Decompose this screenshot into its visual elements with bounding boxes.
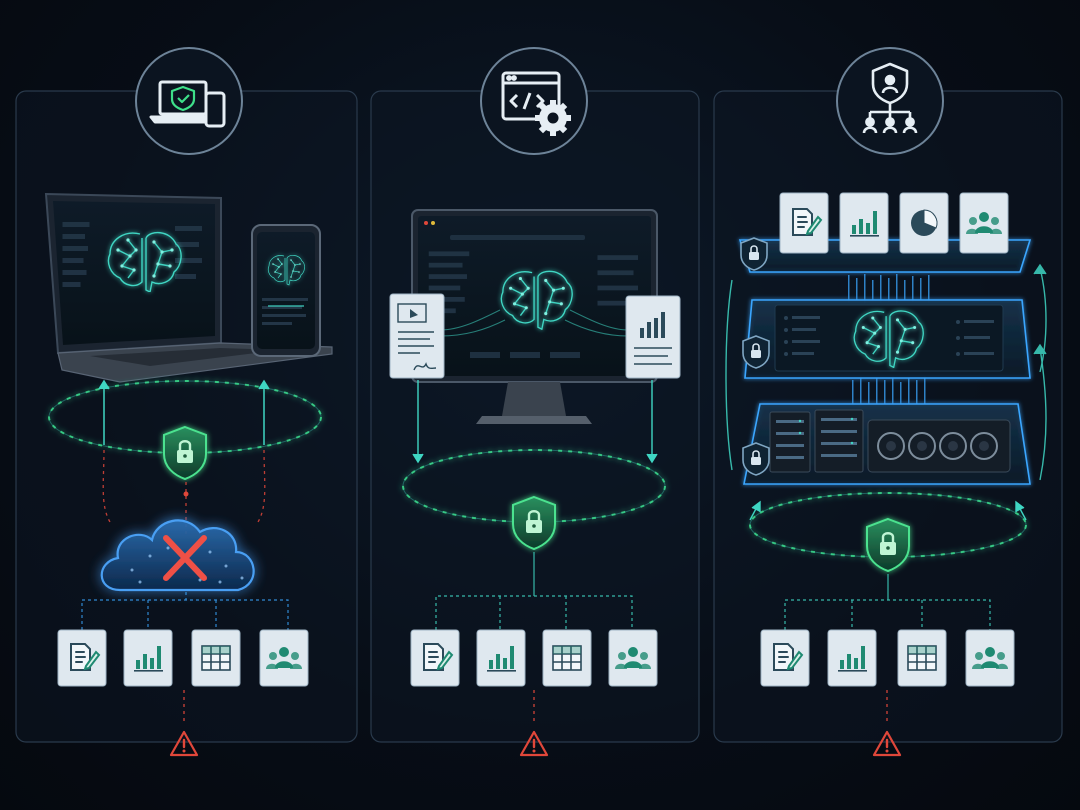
lock-icon: [742, 442, 770, 476]
shield-org-chart-icon: [862, 62, 918, 134]
badge-code-window-gear: [480, 47, 588, 155]
cloud-service: [100, 519, 255, 592]
middle-ai-layer: [742, 299, 1031, 379]
flow-lines-in: [439, 309, 629, 337]
data-stream: [848, 274, 930, 406]
badge-laptop-phone-shield: [135, 47, 243, 155]
upload-arrows: [98, 379, 270, 445]
lock-icon: [742, 335, 770, 369]
lock-icon: [740, 237, 768, 271]
desktop-monitor: [411, 209, 658, 424]
doc-card: [259, 629, 309, 687]
table-icon: [201, 645, 231, 671]
doc-card: [123, 629, 173, 687]
doc-card: [827, 629, 877, 687]
down-arrows: [412, 380, 658, 464]
phone-device: [251, 224, 321, 357]
top-data-layer: [738, 192, 1032, 273]
shield-lock-icon: [162, 425, 208, 480]
document-connectors: [784, 574, 991, 630]
signature-icon: [413, 362, 437, 371]
code-window-gear-icon: [501, 71, 561, 121]
doc-card: [542, 629, 592, 687]
gear-icon: [535, 100, 571, 136]
pie-chart-icon: [910, 209, 938, 237]
doc-card: [959, 192, 1009, 254]
document-connectors: [81, 592, 289, 630]
signed-document-card: [389, 293, 445, 379]
shield-lock-icon: [865, 517, 911, 572]
doc-card: [410, 629, 460, 687]
table-icon: [552, 645, 582, 671]
badge-shield-org-chart: [836, 47, 944, 155]
doc-card: [779, 192, 829, 254]
gpu-card: [867, 419, 1011, 473]
doc-card: [760, 629, 810, 687]
doc-card: [476, 629, 526, 687]
side-loop-arrows: [725, 263, 1047, 481]
doc-card: [897, 629, 947, 687]
table-icon: [907, 645, 937, 671]
shield-lock-icon: [511, 495, 557, 550]
doc-card: [608, 629, 658, 687]
doc-card: [57, 629, 107, 687]
doc-card: [965, 629, 1015, 687]
data-documents-stack: [760, 629, 1015, 687]
laptop-device: [44, 192, 333, 383]
up-arrows: [749, 500, 1027, 521]
chart-document-card: [625, 295, 681, 379]
doc-card: [899, 192, 949, 254]
data-documents-local: [410, 629, 658, 687]
doc-card: [191, 629, 241, 687]
blocked-x-icon: [163, 535, 207, 581]
doc-card: [839, 192, 889, 254]
document-connectors: [435, 552, 633, 630]
data-documents-cloud: [57, 629, 309, 687]
server-rack: [769, 409, 864, 473]
laptop-phone-shield-icon: [149, 80, 226, 128]
hardware-layer: [742, 403, 1031, 485]
